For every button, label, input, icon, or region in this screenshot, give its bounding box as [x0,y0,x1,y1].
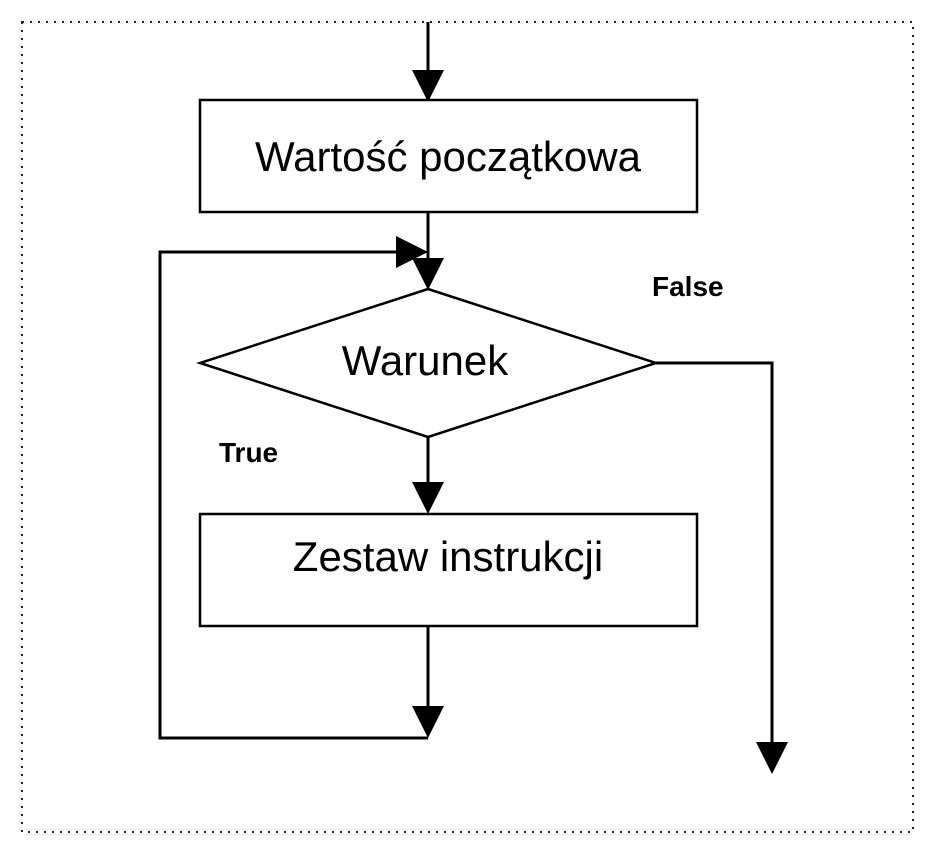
false-label: False [652,271,724,302]
dotted-frame [21,21,914,833]
init-box [198,98,699,214]
false-branch-arrowhead [756,742,788,774]
body-box [198,512,699,628]
body-box-label: Zestaw instrukcji [293,533,603,580]
condition-arrowhead [412,258,444,290]
condition-label: Warunek [342,337,510,384]
loop-back-line [158,250,428,740]
loop-back-arrowhead [396,236,428,268]
init-box-label: Wartość początkowa [255,133,642,180]
loop-down-arrowhead [412,706,444,738]
true-label: True [219,437,278,468]
entry-arrowhead [412,70,444,102]
false-branch-line [656,361,774,744]
true-branch-arrowhead [412,482,444,514]
